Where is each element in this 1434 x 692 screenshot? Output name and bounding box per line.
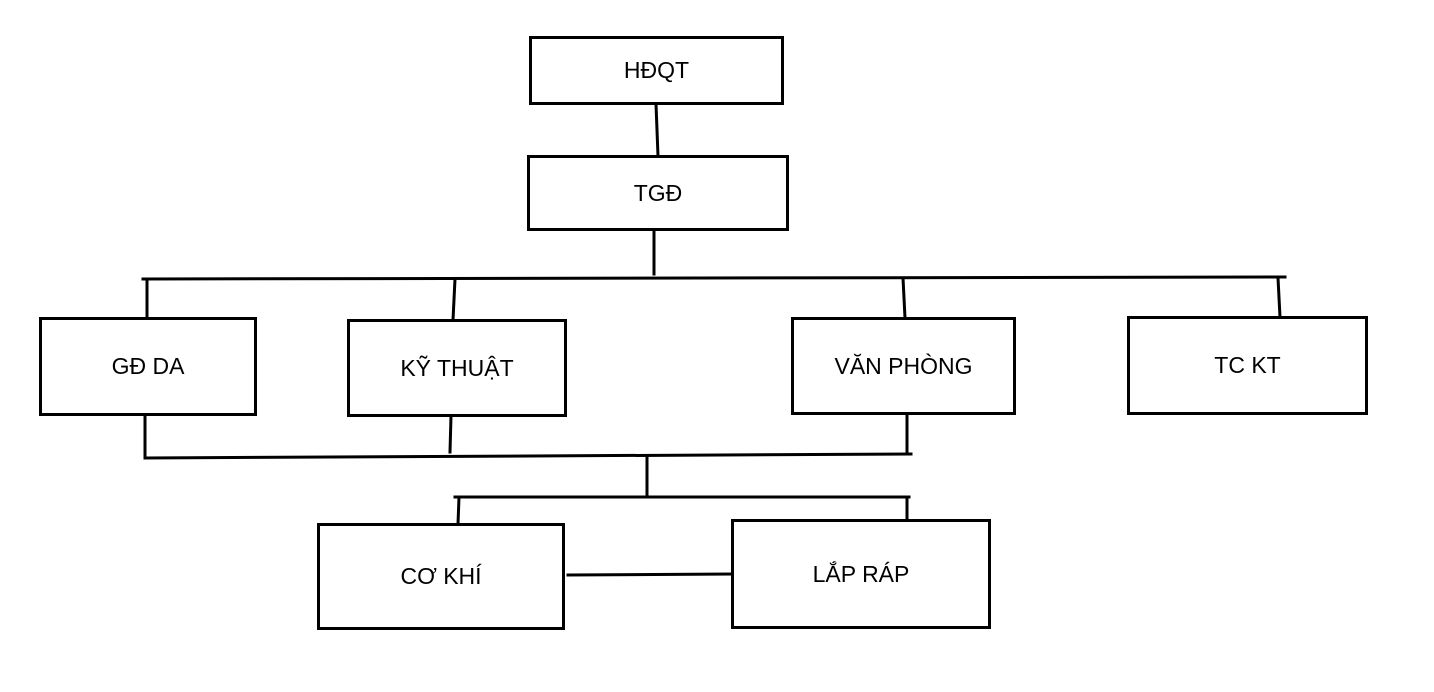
node-co-khi-label: CƠ KHÍ: [400, 563, 482, 589]
node-tc-kt: TC KT: [1127, 316, 1368, 415]
node-lap-rap: LẮP RÁP: [731, 519, 991, 629]
node-lap-rap-label: LẮP RÁP: [812, 560, 910, 587]
connector-ky-thuat-lower-bus: [448, 414, 453, 454]
connector-bottom-bus-co-khi: [456, 495, 461, 526]
node-ky-thuat: KỸ THUẬT: [347, 319, 567, 417]
connector-co-khi-lap-rap: [566, 572, 735, 577]
node-gd-da: GĐ DA: [39, 317, 257, 416]
connector-hdqt-tgd: [654, 102, 660, 158]
node-hdqt: HĐQT: [529, 36, 784, 105]
connector-bus-ky-thuat: [451, 277, 457, 322]
node-tgd-label: TGĐ: [633, 179, 683, 206]
node-hdqt-label: HĐQT: [623, 57, 690, 83]
node-gd-da-label: GĐ DA: [111, 353, 185, 379]
node-tc-kt-label: TC KT: [1214, 352, 1281, 378]
node-co-khi: CƠ KHÍ: [317, 523, 565, 630]
connector-bus-tc-kt: [1276, 276, 1282, 319]
node-tgd: TGĐ: [527, 155, 789, 231]
node-ky-thuat-label: KỸ THUẬT: [400, 354, 514, 381]
top-bus-line: [141, 275, 1287, 281]
connector-bus-van-phong: [901, 276, 907, 320]
node-van-phong: VĂN PHÒNG: [791, 317, 1016, 415]
node-van-phong-label: VĂN PHÒNG: [834, 352, 973, 379]
lower-bus-line: [143, 452, 913, 460]
